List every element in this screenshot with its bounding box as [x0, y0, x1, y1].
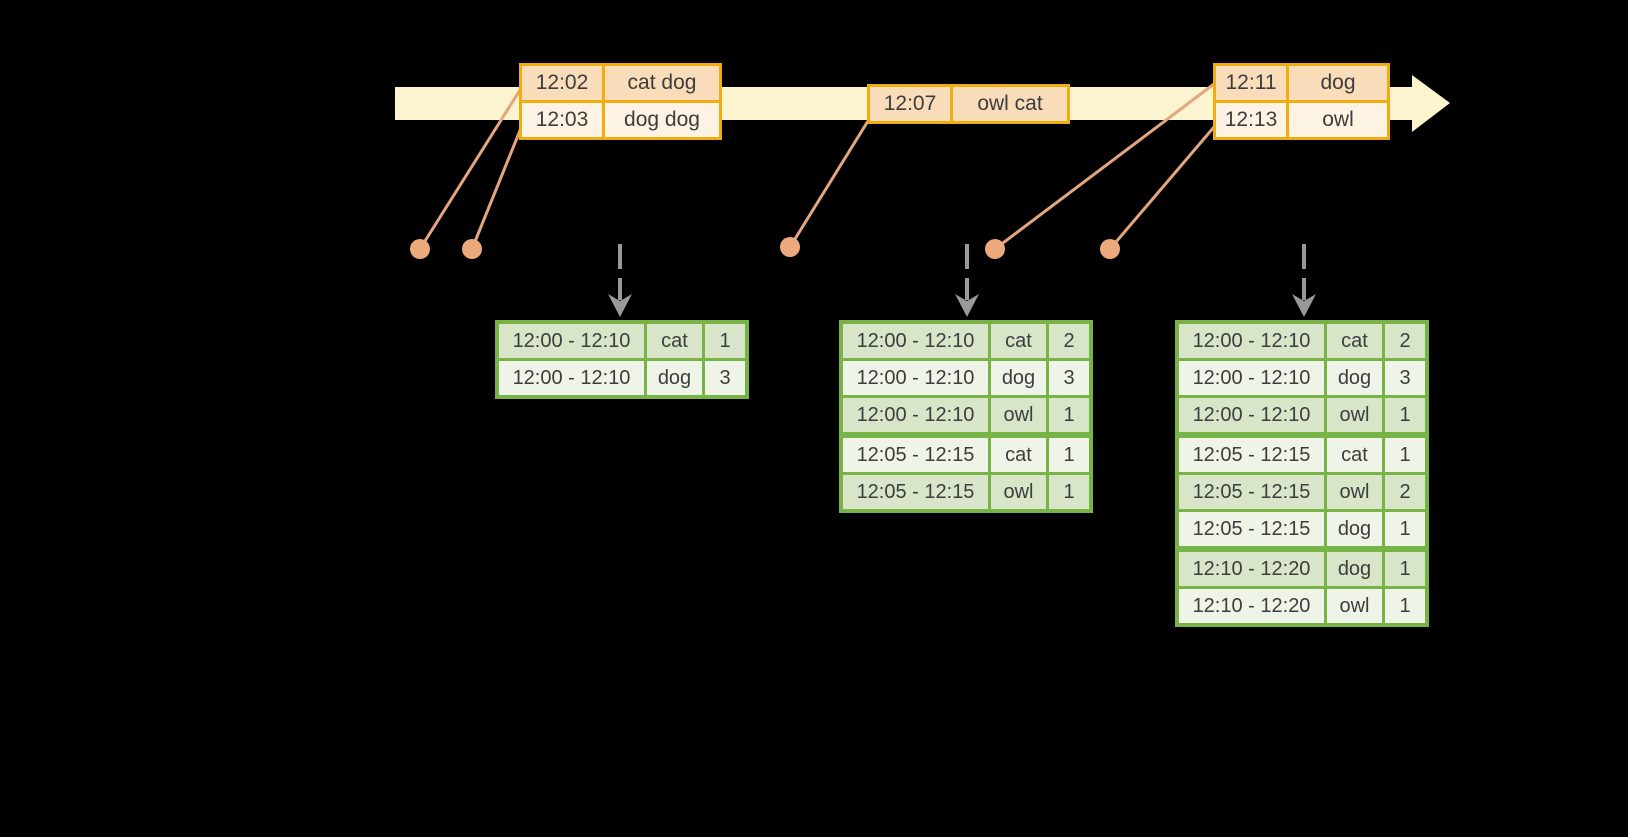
- count-cell: 3: [1046, 361, 1089, 395]
- result-row: 12:00 - 12:10 dog 3: [843, 358, 1089, 395]
- word-cell: owl: [1324, 398, 1382, 432]
- result-row: 12:00 - 12:10 owl 1: [1179, 395, 1425, 432]
- result-row: 12:05 - 12:15 owl 1: [843, 472, 1089, 509]
- word-cell: dog: [1324, 361, 1382, 395]
- window-cell: 12:00 - 12:10: [499, 361, 644, 395]
- result-table-1: 12:00 - 12:10 cat 1 12:00 - 12:10 dog 3: [495, 320, 749, 399]
- window-cell: 12:05 - 12:15: [843, 438, 988, 472]
- trigger-arrowhead-icon-3: [1292, 294, 1316, 317]
- event-time: 12:07: [870, 87, 950, 121]
- count-cell: 2: [1382, 475, 1425, 509]
- event-row: 12:07 owl cat: [870, 87, 1067, 121]
- window-cell: 12:05 - 12:15: [843, 475, 988, 509]
- result-row: 12:00 - 12:10 dog 3: [1179, 358, 1425, 395]
- event-dot-1213: [1100, 239, 1120, 259]
- word-cell: cat: [1324, 324, 1382, 358]
- window-cell: 12:00 - 12:10: [843, 398, 988, 432]
- event-table-3: 12:11 dog 12:13 owl: [1213, 63, 1390, 140]
- count-cell: 3: [1382, 361, 1425, 395]
- event-words: dog: [1286, 66, 1387, 100]
- event-words: dog dog: [602, 103, 719, 137]
- window-cell: 12:05 - 12:15: [1179, 475, 1324, 509]
- result-table-3: 12:00 - 12:10 cat 2 12:00 - 12:10 dog 3 …: [1175, 320, 1429, 627]
- count-cell: 1: [1382, 438, 1425, 472]
- result-row: 12:00 - 12:10 owl 1: [843, 395, 1089, 432]
- result-row: 12:05 - 12:15 cat 1: [843, 432, 1089, 472]
- count-cell: 1: [1046, 438, 1089, 472]
- word-cell: cat: [644, 324, 702, 358]
- event-dot-1203: [462, 239, 482, 259]
- word-cell: dog: [1324, 512, 1382, 546]
- count-cell: 1: [1046, 398, 1089, 432]
- word-cell: owl: [988, 398, 1046, 432]
- count-cell: 1: [1382, 589, 1425, 623]
- window-cell: 12:00 - 12:10: [843, 361, 988, 395]
- event-dot-1207: [780, 237, 800, 257]
- word-cell: owl: [1324, 475, 1382, 509]
- connector-line-1202: [418, 89, 522, 250]
- word-cell: owl: [1324, 589, 1382, 623]
- word-cell: dog: [644, 361, 702, 395]
- result-row: 12:10 - 12:20 owl 1: [1179, 586, 1425, 623]
- event-words: cat dog: [602, 66, 719, 100]
- result-row: 12:05 - 12:15 dog 1: [1179, 509, 1425, 546]
- result-row: 12:05 - 12:15 owl 2: [1179, 472, 1425, 509]
- count-cell: 2: [1046, 324, 1089, 358]
- result-row: 12:00 - 12:10 cat 2: [843, 324, 1089, 358]
- result-table-2: 12:00 - 12:10 cat 2 12:00 - 12:10 dog 3 …: [839, 320, 1093, 513]
- trigger-arrowhead-icon-2: [955, 294, 979, 317]
- event-time: 12:11: [1216, 66, 1286, 100]
- result-row: 12:05 - 12:15 cat 1: [1179, 432, 1425, 472]
- connector-line-1213: [1108, 126, 1216, 250]
- word-cell: cat: [1324, 438, 1382, 472]
- connector-line-1211: [994, 82, 1215, 251]
- window-cell: 12:00 - 12:10: [1179, 361, 1324, 395]
- count-cell: 1: [1046, 475, 1089, 509]
- word-cell: owl: [988, 475, 1046, 509]
- count-cell: 1: [1382, 512, 1425, 546]
- event-words: owl cat: [950, 87, 1067, 121]
- word-cell: dog: [1324, 552, 1382, 586]
- window-cell: 12:05 - 12:15: [1179, 438, 1324, 472]
- event-time: 12:02: [522, 66, 602, 100]
- word-cell: dog: [988, 361, 1046, 395]
- timeline-arrowhead-icon: [1412, 75, 1450, 132]
- count-cell: 1: [1382, 398, 1425, 432]
- event-row: 12:11 dog: [1216, 66, 1387, 100]
- window-cell: 12:00 - 12:10: [1179, 398, 1324, 432]
- word-cell: cat: [988, 324, 1046, 358]
- trigger-arrowhead-icon-1: [608, 294, 632, 317]
- window-cell: 12:05 - 12:15: [1179, 512, 1324, 546]
- word-cell: cat: [988, 438, 1046, 472]
- result-row: 12:00 - 12:10 dog 3: [499, 358, 745, 395]
- event-row: 12:03 dog dog: [522, 100, 719, 137]
- event-time: 12:03: [522, 103, 602, 137]
- count-cell: 2: [1382, 324, 1425, 358]
- event-row: 12:02 cat dog: [522, 66, 719, 100]
- count-cell: 1: [702, 324, 745, 358]
- event-row: 12:13 owl: [1216, 100, 1387, 137]
- count-cell: 3: [702, 361, 745, 395]
- result-row: 12:00 - 12:10 cat 2: [1179, 324, 1425, 358]
- event-table-2: 12:07 owl cat: [867, 84, 1070, 124]
- connector-line-1207: [788, 120, 870, 248]
- event-dot-1211: [985, 239, 1005, 259]
- window-cell: 12:00 - 12:10: [843, 324, 988, 358]
- connector-line-1203: [470, 127, 523, 250]
- window-cell: 12:10 - 12:20: [1179, 552, 1324, 586]
- event-dot-1202: [410, 239, 430, 259]
- window-cell: 12:00 - 12:10: [499, 324, 644, 358]
- window-cell: 12:10 - 12:20: [1179, 589, 1324, 623]
- result-row: 12:10 - 12:20 dog 1: [1179, 546, 1425, 586]
- count-cell: 1: [1382, 552, 1425, 586]
- window-cell: 12:00 - 12:10: [1179, 324, 1324, 358]
- event-time: 12:13: [1216, 103, 1286, 137]
- result-row: 12:00 - 12:10 cat 1: [499, 324, 745, 358]
- event-table-1: 12:02 cat dog 12:03 dog dog: [519, 63, 722, 140]
- event-words: owl: [1286, 103, 1387, 137]
